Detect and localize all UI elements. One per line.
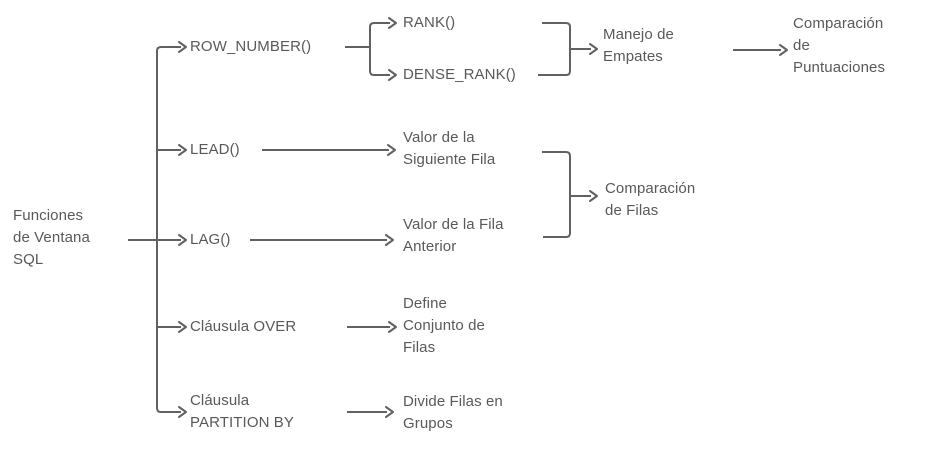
node-dense-rank: DENSE_RANK()	[403, 66, 516, 83]
node-manejo-empates: Manejo de Empates	[603, 26, 674, 65]
arrowhead-over-branch-icon	[178, 321, 187, 333]
connector-trunk	[156, 46, 181, 413]
connector-rank-merge-bracket	[538, 22, 571, 76]
node-lead: LEAD()	[190, 141, 240, 158]
arrowhead-comparacion-puntuaciones-icon	[779, 44, 788, 56]
arrowhead-define-conjunto-icon	[388, 321, 397, 333]
arrowhead-partition-branch-icon	[178, 406, 187, 418]
arrowhead-lag-branch-icon	[178, 234, 187, 246]
arrowhead-valor-siguiente-icon	[387, 144, 396, 156]
arrowhead-manejo-icon	[589, 43, 598, 55]
arrowhead-dense-rank-icon	[388, 69, 397, 81]
connector-valores-merge-bracket	[542, 151, 571, 238]
node-define-conjunto-filas: Define Conjunto de Filas	[403, 295, 485, 356]
arrowhead-row-number-icon	[178, 41, 187, 53]
node-comparacion-filas: Comparación de Filas	[605, 180, 696, 219]
node-lag: LAG()	[190, 231, 231, 248]
node-clausula-partition-by: Cláusula PARTITION BY	[190, 392, 294, 431]
arrowhead-rank-icon	[388, 17, 397, 29]
arrowhead-valor-anterior-icon	[385, 234, 394, 246]
node-row-number: ROW_NUMBER()	[190, 38, 312, 55]
node-valor-fila-anterior: Valor de la Fila Anterior	[403, 216, 504, 255]
node-divide-filas-grupos: Divide Filas en Grupos	[403, 393, 503, 432]
arrowhead-lead-branch-icon	[178, 144, 187, 156]
node-clausula-over: Cláusula OVER	[190, 318, 297, 335]
connector-rownumber-fork	[369, 22, 390, 76]
node-comparacion-puntuaciones: Comparación de Puntuaciones	[793, 15, 886, 76]
node-root-funciones-ventana-sql: Funciones de Ventana SQL	[13, 207, 90, 268]
arrowhead-comparacion-filas-icon	[589, 190, 598, 202]
node-valor-siguiente-fila: Valor de la Siguiente Fila	[403, 129, 496, 168]
node-rank: RANK()	[403, 14, 456, 31]
arrowhead-divide-filas-icon	[385, 406, 394, 418]
